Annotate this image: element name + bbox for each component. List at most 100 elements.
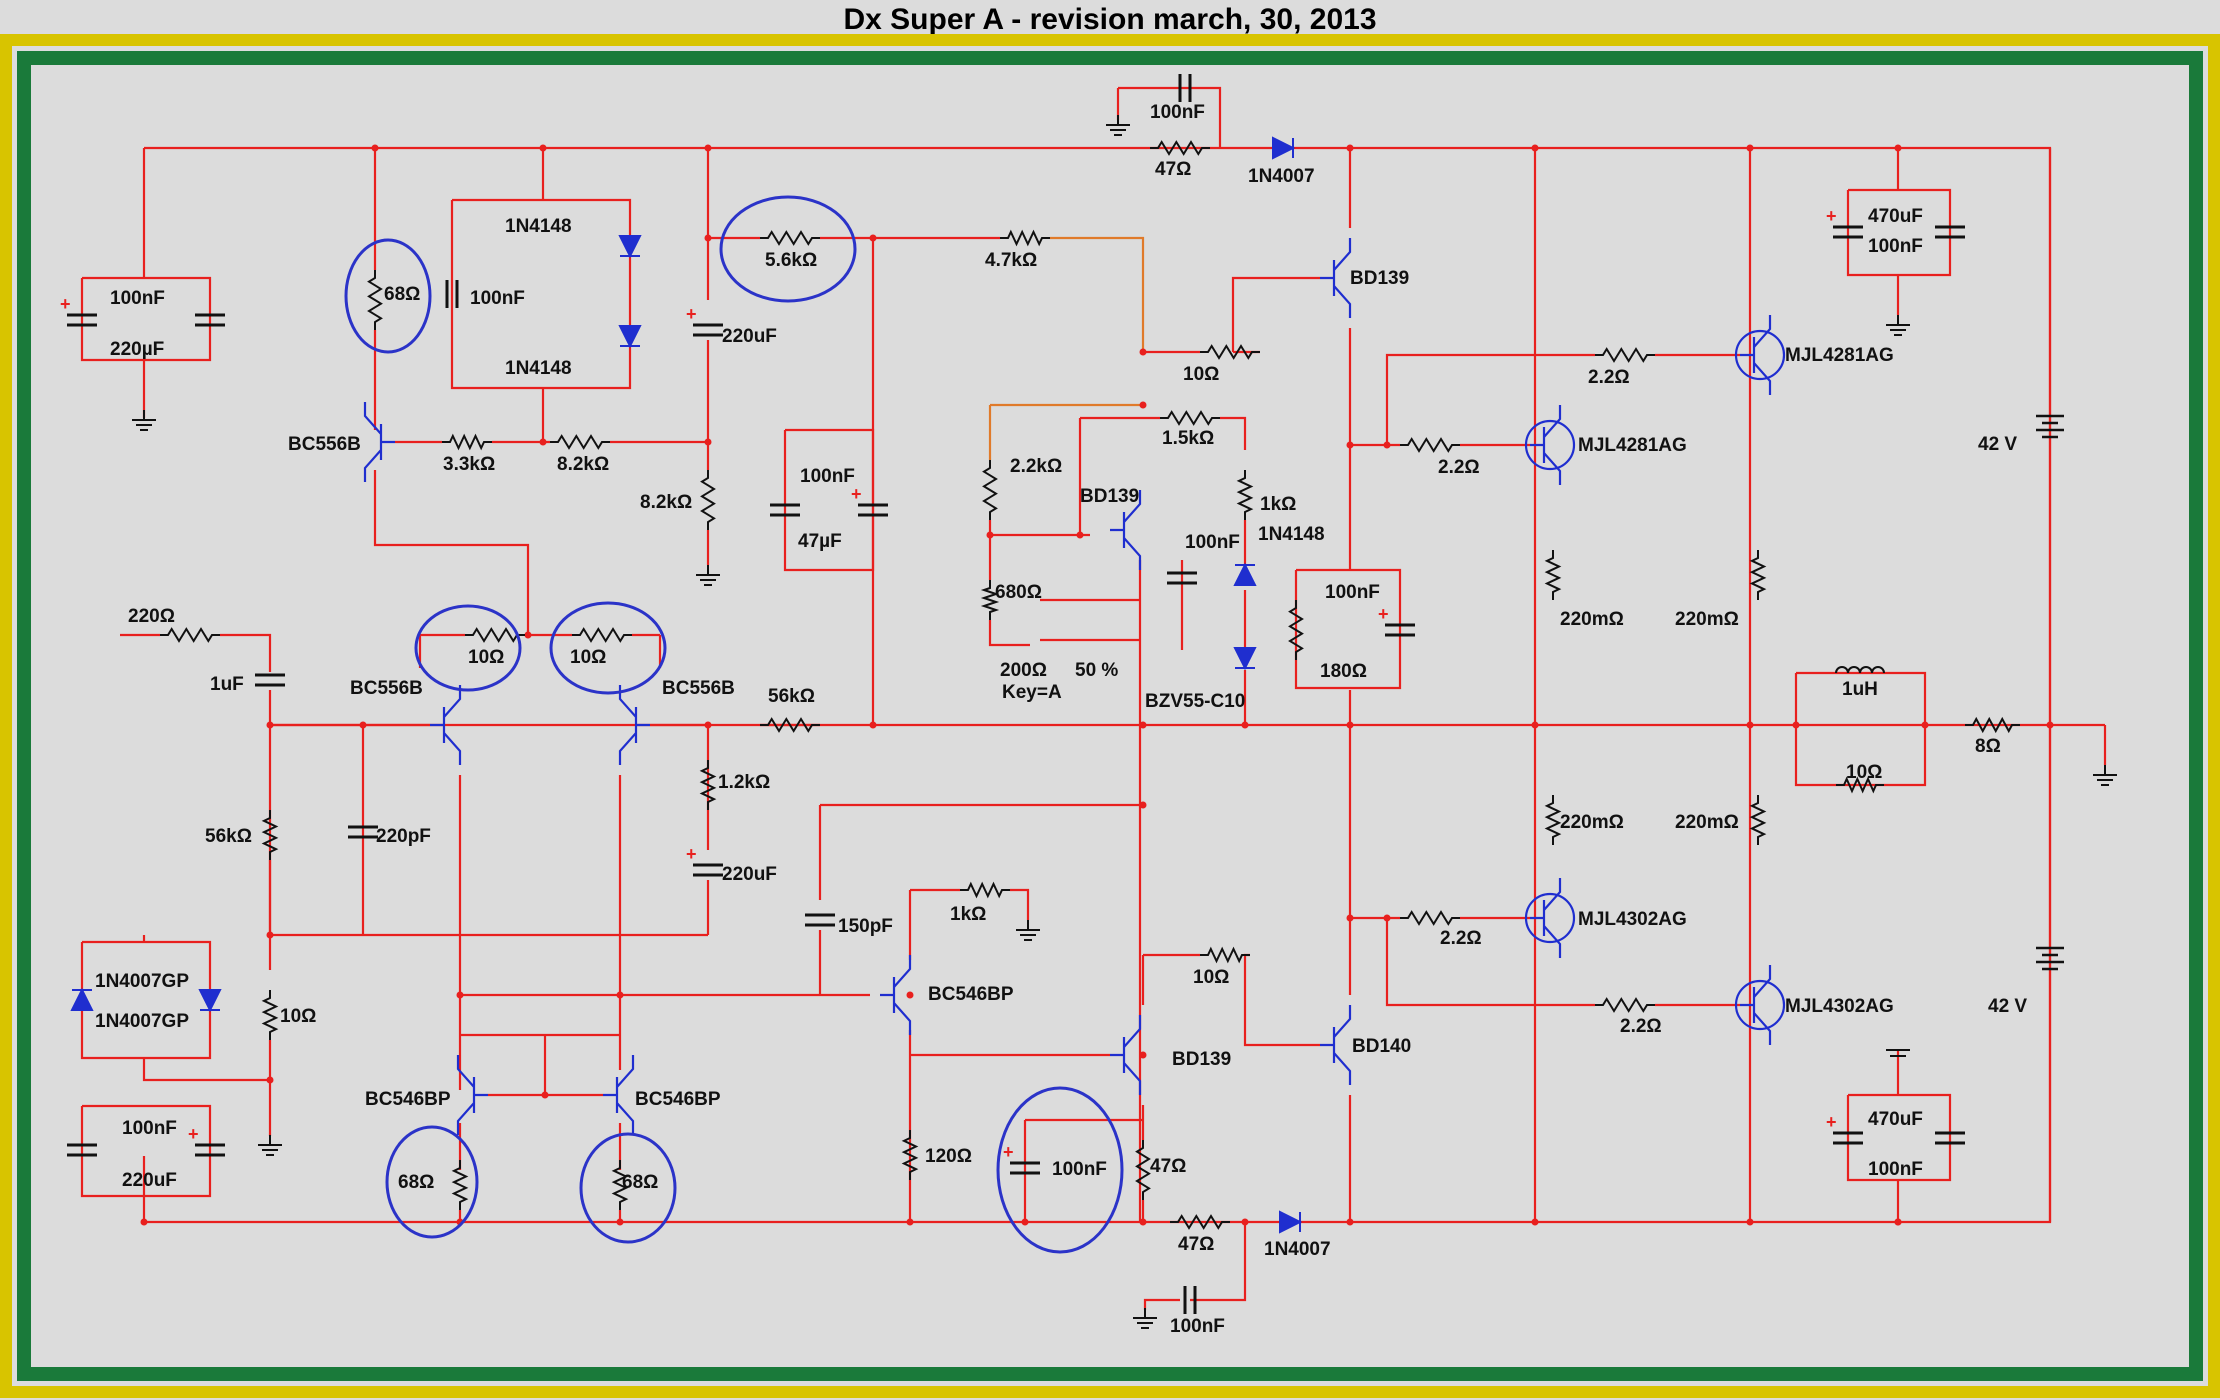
resistor [1150, 140, 1210, 156]
label-d-top: 1N4007 [1248, 166, 1315, 187]
resistor [1749, 795, 1767, 845]
inductor-icon [1835, 666, 1885, 674]
junction-dot [1346, 721, 1354, 729]
transistor-icon [1320, 1005, 1352, 1085]
wire [373, 470, 530, 635]
label-v-top: 42 V [1978, 434, 2017, 455]
junction-dot [266, 931, 274, 939]
junction-dot [1139, 1051, 1147, 1059]
label-q-bd140: BD140 [1352, 1036, 1411, 1057]
diode-icon [1233, 647, 1257, 671]
junction-dot [1021, 1218, 1029, 1226]
label-q-mjl4302-b: MJL4302AG [1785, 996, 1894, 1017]
resistor [700, 470, 716, 530]
resistor [572, 627, 632, 643]
transistor-icon [363, 402, 395, 482]
ground-icon [132, 410, 156, 431]
junction-dot [1531, 721, 1539, 729]
diode-icon [618, 325, 642, 349]
label-r-220m-c: 220mΩ [1560, 812, 1624, 833]
transistor-body [1524, 419, 1576, 471]
label-c-470-a: 470uF [1868, 206, 1923, 227]
label-r-220m-a: 220mΩ [1560, 609, 1624, 630]
label-c-100-g: 100nF [1868, 236, 1923, 257]
capacitor [348, 825, 378, 839]
ground-icon [1886, 315, 1910, 336]
resistor [1836, 776, 1884, 794]
resistor [980, 580, 1000, 620]
label-d-gp-a: 1N4007GP [95, 971, 189, 992]
label-pot-key: Key=A [1002, 682, 1062, 703]
resistor [261, 810, 279, 860]
highlight-rings [344, 195, 1124, 1254]
polarity-mark: + [686, 844, 697, 864]
resistor [982, 460, 998, 520]
junction-dot [524, 631, 532, 639]
label-r-33k: 3.3kΩ [443, 454, 495, 475]
junction-dot [359, 721, 367, 729]
label-r-68c: 68Ω [622, 1172, 658, 1193]
wire [1050, 236, 1145, 352]
junction-dot [1746, 721, 1754, 729]
polarity-mark: + [1826, 206, 1837, 226]
capacitor [1385, 623, 1415, 637]
label-q-bc556b-b: BC556B [350, 678, 423, 699]
capacitor [1935, 225, 1965, 239]
label-q-bd139-c: BD139 [1172, 1049, 1231, 1070]
capacitor [1178, 74, 1192, 102]
ground-icon [696, 565, 720, 586]
label-q-bd139-b: BD139 [1080, 486, 1139, 507]
label-r-10-f: 10Ω [280, 1006, 316, 1027]
resistor [550, 434, 610, 450]
ground-icon [1886, 1049, 1910, 1057]
transistor-icon [1740, 315, 1772, 395]
label-c-220uf-a: 220uF [722, 326, 777, 347]
junction-dot [1921, 721, 1929, 729]
junction-dot [1139, 801, 1147, 809]
transistor-icon [1530, 405, 1562, 485]
wire [1294, 568, 1402, 690]
resistor [1135, 1140, 1151, 1200]
resistor [1400, 437, 1460, 453]
label-d-gp-b: 1N4007GP [95, 1011, 189, 1032]
wire [1846, 1093, 1952, 1182]
junction-dot [1076, 531, 1084, 539]
label-r-68a: 68Ω [384, 284, 420, 305]
capacitor [255, 673, 285, 687]
resistor [1544, 795, 1562, 845]
capacitor [1935, 1131, 1965, 1145]
label-q-bc546bp-c: BC546BP [635, 1089, 721, 1110]
diode-icon [198, 989, 222, 1013]
label-q-mjl4302-a: MJL4302AG [1578, 909, 1687, 930]
ground-icon [1106, 115, 1130, 136]
resistor [1160, 410, 1220, 426]
resistor [451, 1160, 469, 1210]
label-c-47uf: 47µF [798, 531, 842, 552]
label-q-bc546bp-a: BC546BP [928, 984, 1014, 1005]
junction-dot [1139, 401, 1147, 409]
capacitor [1183, 1286, 1197, 1314]
label-r-1k-a: 1kΩ [1260, 494, 1296, 515]
resistor [1000, 229, 1050, 247]
label-c-1uf: 1uF [210, 674, 244, 695]
junction-dot [1383, 441, 1391, 449]
label-r-47-b: 47Ω [1150, 1156, 1186, 1177]
label-c-100nf-f: 100nF [1052, 1159, 1107, 1180]
wire [80, 276, 212, 362]
label-r-180: 180Ω [1320, 661, 1367, 682]
wire [1243, 953, 1320, 1047]
wire [1190, 1222, 1247, 1302]
highlight-ring [996, 1086, 1124, 1254]
ground-icon [258, 1135, 282, 1156]
capacitor [693, 863, 723, 877]
junction-dot [986, 531, 994, 539]
transistor-icon [456, 1055, 488, 1135]
sheet-frame [0, 34, 2220, 1398]
label-c-100nf-a: 100nF [470, 288, 525, 309]
label-q-bc556b-c: BC556B [662, 678, 735, 699]
label-c-bot: 100nF [1170, 1316, 1225, 1337]
resistor [367, 270, 383, 330]
wires [80, 86, 2107, 1310]
resistor [1544, 550, 1562, 600]
